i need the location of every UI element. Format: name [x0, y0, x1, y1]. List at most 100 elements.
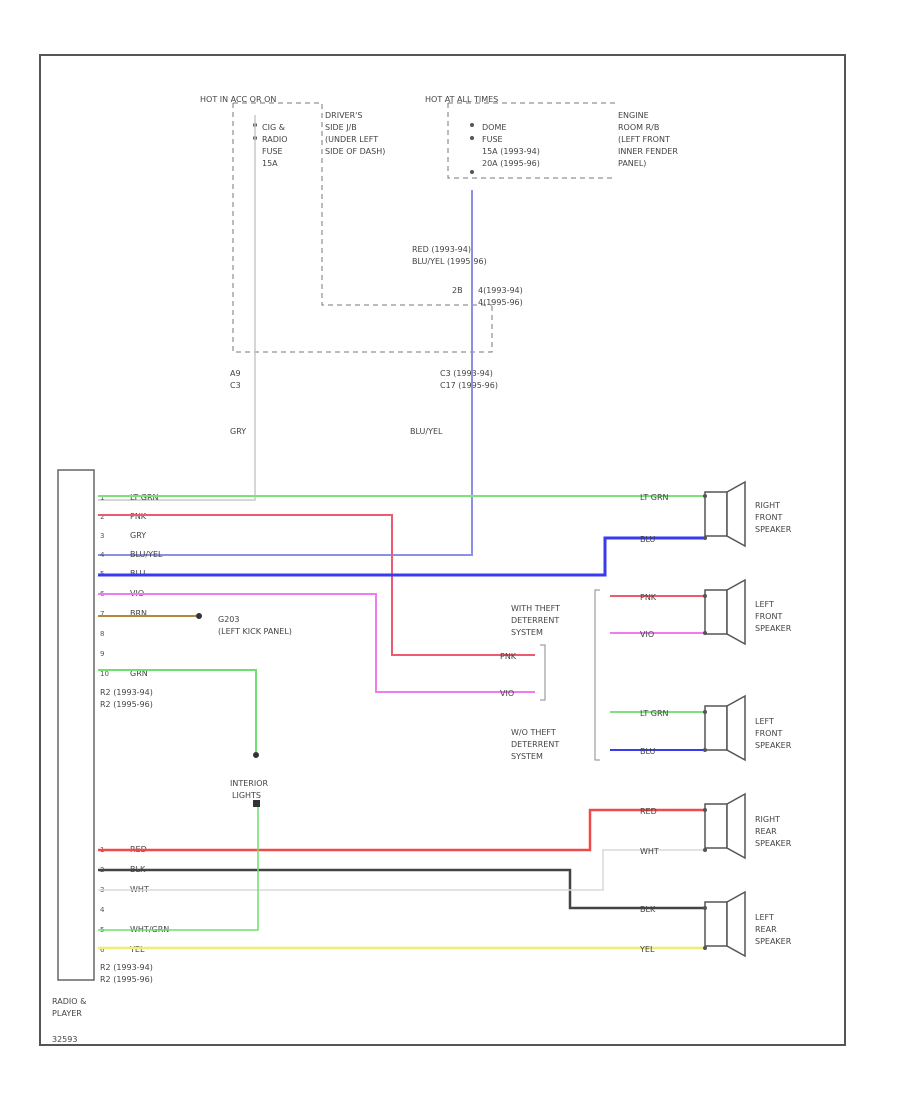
- speaker-left-front-b-line-3: SPEAKER: [755, 741, 792, 750]
- pin-bottom-6: 6: [100, 946, 105, 954]
- wire-wht: [98, 849, 705, 891]
- spk3-wire-1: LT GRN: [640, 709, 669, 718]
- speaker-right-rear-line-3: SPEAKER: [755, 839, 792, 848]
- conn-right-1: C3 (1993-94): [440, 369, 493, 378]
- speaker-left-front-a-icon: [703, 578, 746, 646]
- wire-vio: [98, 593, 535, 693]
- fuse-right-header: HOT AT ALL TIMES: [425, 95, 498, 104]
- rb-bottom-outline: [447, 103, 615, 179]
- fuse-left-line-1: CIG &: [262, 123, 285, 132]
- theft-with-2: DETERRENT: [511, 616, 559, 625]
- wire-pnk: [98, 514, 535, 656]
- speaker-left-rear-line-3: SPEAKER: [755, 937, 792, 946]
- radio-connector-block: [57, 469, 95, 981]
- wire-blu: [98, 536, 705, 577]
- jb-left-location-2: SIDE J/B: [325, 123, 357, 132]
- speaker-left-front-a-line-3: SPEAKER: [755, 624, 792, 633]
- pin-top-8: 8: [100, 630, 104, 638]
- jb-right-3: 4(1995-96): [478, 298, 523, 307]
- pin-top-1-wire: LT GRN: [130, 493, 159, 502]
- interior-lights: INTERIOR LIGHTS: [230, 752, 269, 807]
- speaker-left-front-b-icon: [703, 694, 746, 762]
- rb-location-4: INNER FENDER: [618, 147, 678, 156]
- fuse-left-line-2: RADIO: [262, 135, 288, 144]
- jb-right-1: 2B: [452, 286, 463, 295]
- spk2-wire-2: VIO: [640, 630, 654, 639]
- spk5-wire-2: YEL: [639, 945, 655, 954]
- radio-name-2: PLAYER: [52, 1009, 82, 1018]
- jb-left-location-1: DRIVER'S: [325, 111, 362, 120]
- pin-top-3-wire: GRY: [130, 531, 146, 540]
- fuse-right-terminal-top: [470, 123, 474, 127]
- conn-left-2: C3: [230, 381, 241, 390]
- wire-grn-lights: [98, 669, 257, 752]
- fuse-left-line-3: FUSE: [262, 147, 283, 156]
- spk4-wire-2: WHT: [640, 847, 659, 856]
- conn-b-label-1: R2 (1993-94): [100, 963, 153, 972]
- speaker-left-front-a-line-1: LEFT: [755, 600, 774, 609]
- rb-location-5: PANEL): [618, 159, 646, 168]
- rb-wire-label-1: RED (1993-94): [412, 245, 471, 254]
- jb-left-location-4: SIDE OF DASH): [325, 147, 385, 156]
- speaker-right-rear-line-1: RIGHT: [755, 815, 780, 824]
- fuse-box-right: HOT AT ALL TIMES DOME FUSE 15A (1993-94)…: [412, 95, 678, 390]
- speaker-right-rear: RIGHT REAR SPEAKER: [703, 792, 792, 860]
- speaker-left-front-a: LEFT FRONT SPEAKER: [703, 578, 792, 646]
- jb-right-2: 4(1993-94): [478, 286, 523, 295]
- ground-icon: [196, 613, 202, 619]
- pin-top-9: 9: [100, 650, 104, 658]
- wire-blk: [98, 868, 705, 910]
- rb-location-3: (LEFT FRONT: [618, 135, 670, 144]
- pin-top-10-wire: GRN: [130, 669, 148, 678]
- wire-red: [98, 808, 705, 852]
- pin-bottom-4: 4: [100, 906, 105, 914]
- pin-top-3: 3: [100, 532, 104, 540]
- fuse-right-terminal-bottom: [470, 136, 474, 140]
- speaker-right-rear-line-2: REAR: [755, 827, 777, 836]
- fuse-left-header: HOT IN ACC OR ON: [200, 95, 276, 104]
- wire-gry-label: GRY: [230, 427, 246, 436]
- speaker-right-front-line-1: RIGHT: [755, 501, 780, 510]
- ground-label-1: G203: [218, 615, 239, 624]
- radio-pins-bottom: 1 RED 2 BLK 3 WHT 4 5 WHT/GRN 6 YEL R2 (…: [100, 845, 169, 984]
- speaker-left-rear-line-1: LEFT: [755, 913, 774, 922]
- fuse-right-line-3: 15A (1993-94): [482, 147, 540, 156]
- fuse-right-line-4: 20A (1995-96): [482, 159, 540, 168]
- pin-top-10: 10: [100, 670, 109, 678]
- conn-right-2: C17 (1995-96): [440, 381, 498, 390]
- speaker-right-front-line-2: FRONT: [755, 513, 782, 522]
- wire-wht-grn: [98, 803, 259, 931]
- jb-left-inner-outline: [233, 102, 492, 306]
- spk1-wire-2: BLU: [640, 535, 656, 544]
- interior-lights-terminal-bottom: [253, 800, 260, 807]
- speaker-left-rear-icon: [703, 890, 746, 958]
- radio-name-1: RADIO &: [52, 997, 86, 1006]
- footer-code: 32593: [52, 1035, 77, 1044]
- speaker-left-rear: LEFT REAR SPEAKER: [703, 890, 792, 958]
- fuse-right-line-1: DOME: [482, 123, 506, 132]
- speaker-right-front-icon: [703, 480, 746, 548]
- spk4-wire-1: RED: [640, 807, 657, 816]
- theft-without-1: W/O THEFT: [511, 728, 556, 737]
- wire-bluyel-feed: [98, 190, 473, 556]
- spk2-wire-1: PNK: [640, 593, 657, 602]
- spk3-wire-2: BLU: [640, 747, 656, 756]
- wire-gry-feed: [98, 115, 256, 501]
- speaker-left-front-b-line-2: FRONT: [755, 729, 782, 738]
- pin-top-4-wire: BLU/YEL: [130, 550, 163, 559]
- pin-top-4: 4: [100, 551, 105, 559]
- speaker-right-rear-icon: [703, 792, 746, 860]
- ground-label-2: (LEFT KICK PANEL): [218, 627, 292, 636]
- speaker-wire-labels: LT GRN BLU PNK VIO LT GRN BLU RED WHT BL…: [639, 493, 669, 954]
- speaker-right-front: RIGHT FRONT SPEAKER: [703, 480, 792, 548]
- theft-bracket-left: [540, 644, 546, 701]
- jb-left-outline: [232, 103, 493, 353]
- theft-with-1: WITH THEFT: [511, 604, 560, 613]
- pin-top-1: 1: [100, 494, 104, 502]
- interior-lights-terminal-top: [253, 752, 259, 758]
- theft-bracket-right: [594, 589, 600, 761]
- fuse-left-line-4: 15A: [262, 159, 278, 168]
- fuse-right-line-2: FUSE: [482, 135, 503, 144]
- pin-top-7-wire: BRN: [130, 609, 147, 618]
